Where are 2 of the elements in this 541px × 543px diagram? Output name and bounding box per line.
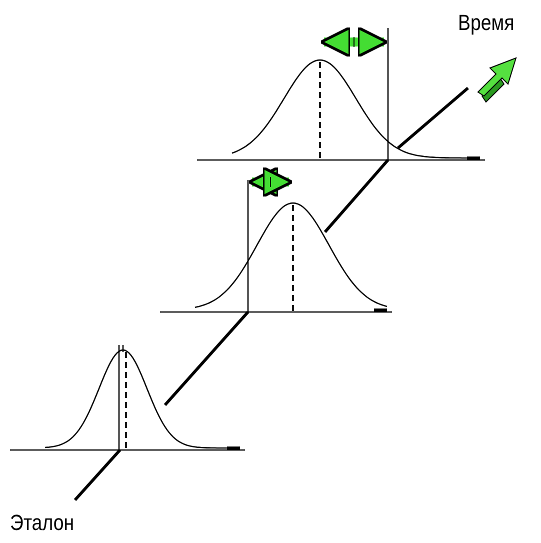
axis-label: Время — [458, 12, 514, 34]
axis-label: Эталон — [10, 512, 74, 534]
